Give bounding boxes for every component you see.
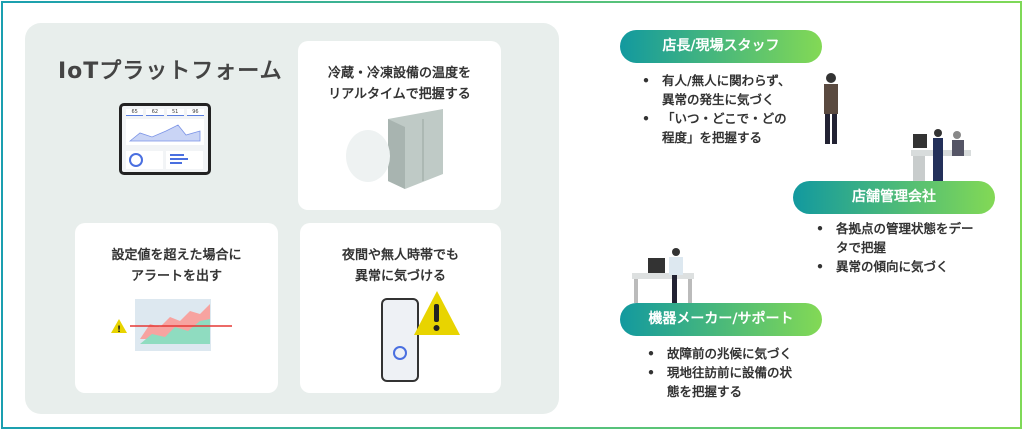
- card-text: アラートを出す: [130, 269, 222, 284]
- staff-person-illustration: [824, 73, 838, 144]
- role-pill-equipment-maker: 機器メーカー/サポート: [620, 303, 822, 336]
- card-text: リアルタイムで把握する: [328, 87, 471, 102]
- card-realtime-temperature: 冷蔵・冷凍設備の温度をリアルタイムで把握する: [298, 41, 501, 210]
- support-engineer-illustration: [632, 248, 694, 303]
- bullet-item: 異常の傾向に気づく: [812, 257, 982, 276]
- metric: 62: [146, 109, 164, 116]
- phone-warning-icon: [381, 291, 460, 382]
- bullet-item: 各拠点の管理状態をデータで把握: [812, 219, 982, 257]
- card-text: 設定値を超えた場合に: [111, 248, 242, 263]
- svg-text:!: !: [117, 325, 121, 335]
- alert-chart-icon: !: [111, 299, 232, 351]
- bullet-item: 有人/無人に関わらず、異常の発生に気づく: [638, 71, 798, 109]
- store-management-bullets: 各拠点の管理状態をデータで把握 異常の傾向に気づく: [812, 219, 982, 276]
- bullet-item: 現地往訪前に設備の状態を把握する: [643, 363, 803, 401]
- metric: 51: [166, 109, 184, 116]
- office-managers-illustration: [911, 129, 971, 182]
- role-pill-store-staff: 店長/現場スタッフ: [620, 30, 822, 63]
- bullet-item: 「いつ・どこで・どの程度」を把握する: [638, 109, 798, 147]
- tablet-dashboard-illustration: 65 62 51 96: [119, 103, 211, 175]
- metric: 65: [126, 109, 144, 116]
- area-chart-icon: [126, 119, 204, 145]
- card-text: 夜間や無人時帯でも: [341, 248, 459, 263]
- metric: 96: [186, 109, 204, 116]
- card-threshold-alert: 設定値を超えた場合にアラートを出す !: [75, 223, 278, 393]
- store-staff-bullets: 有人/無人に関わらず、異常の発生に気づく 「いつ・どこで・どの程度」を把握する: [638, 71, 798, 147]
- bullet-item: 故障前の兆候に気づく: [643, 344, 803, 363]
- role-pill-store-management: 店舗管理会社: [793, 181, 995, 214]
- card-unattended-detection: 夜間や無人時帯でも異常に気づける: [300, 223, 501, 393]
- card-text: 冷蔵・冷凍設備の温度を: [327, 66, 471, 81]
- equipment-maker-bullets: 故障前の兆候に気づく 現地往訪前に設備の状態を把握する: [643, 344, 803, 401]
- platform-title: IoTプラットフォーム: [58, 59, 283, 84]
- refrigerator-sensor-icon: [346, 109, 443, 189]
- card-text: 異常に気づける: [354, 269, 446, 284]
